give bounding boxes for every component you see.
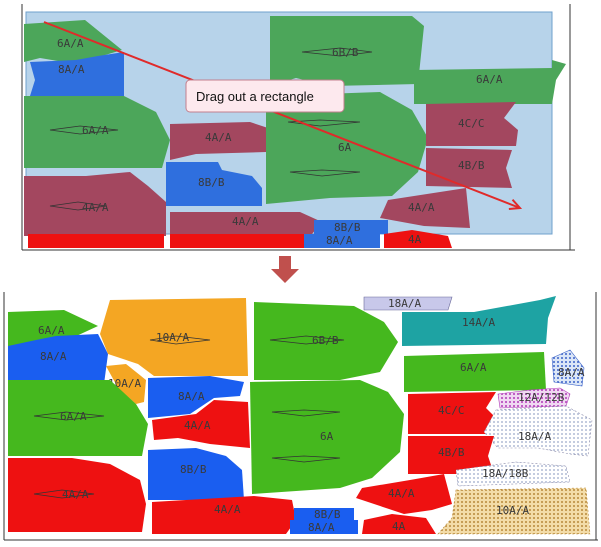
- piece-label: 4C/C: [438, 404, 465, 417]
- bottom-piece-4c-c: 4C/C: [408, 392, 498, 434]
- piece-label: 4A/A: [184, 419, 211, 432]
- bottom-piece-6a-a-1: 6A/A: [8, 310, 98, 348]
- piece-label: 8B/B: [334, 221, 361, 234]
- piece-label: 6A/A: [60, 410, 87, 423]
- piece-label: 6A: [320, 430, 334, 443]
- top-piece-4a-a-4: 4A/A: [170, 212, 322, 236]
- bottom-piece-4a-a-3: 4A/A: [8, 458, 146, 532]
- bottom-piece-14a-a: 14A/A: [402, 296, 556, 346]
- piece-label: 6A/A: [38, 324, 65, 337]
- piece-label: 6B/B: [312, 334, 339, 347]
- piece-label: 4A/A: [205, 131, 232, 144]
- bottom-piece-18a-18b: 18A/18B: [455, 461, 571, 487]
- top-piece-8b-b-1: 8B/B: [166, 162, 262, 206]
- piece-label: 6A/A: [82, 124, 109, 137]
- bottom-piece-6a: 6A: [250, 380, 404, 494]
- piece-label: 4B/B: [438, 446, 465, 459]
- top-piece-4a-a-2: 4A/A: [24, 172, 166, 236]
- bottom-piece-18a-a-1: 18A/A: [363, 296, 453, 311]
- top-piece-4a-a-3: 4A/A: [380, 188, 470, 228]
- piece-label: 6A: [338, 141, 352, 154]
- bottom-piece-8a-a-1: 8A/A: [8, 334, 108, 384]
- bottom-piece-4a: 4A: [362, 514, 436, 534]
- piece-label: 6A/A: [476, 73, 503, 86]
- top-piece-6a: 6A: [266, 92, 428, 204]
- top-piece-8a-a-2: 8A/A: [304, 234, 380, 248]
- top-piece-4a: 4A: [384, 230, 452, 248]
- bottom-piece-12a-12b: 12A/12B: [497, 387, 571, 409]
- top-piece-4a-a-1: 4A/A: [170, 122, 268, 160]
- bottom-piece-6a-a-3: 6A/A: [8, 380, 148, 456]
- piece-label: 4A/A: [408, 201, 435, 214]
- piece-label: 8A/A: [178, 390, 205, 403]
- piece-label: 6B/B: [332, 46, 359, 59]
- tooltip: Drag out a rectangle: [185, 79, 345, 113]
- piece-label: 4A/A: [232, 215, 259, 228]
- bottom-piece-6a-a-2: 6A/A: [404, 352, 546, 392]
- piece-label: 8A/A: [58, 63, 85, 76]
- piece-label: 12A/12B: [518, 391, 565, 404]
- bottom-piece-4a-a-2: 4A/A: [356, 474, 452, 514]
- bottom-piece-4b-b: 4B/B: [408, 436, 494, 474]
- down-arrow-icon: [271, 256, 299, 283]
- piece-label: 10A/A: [156, 331, 189, 344]
- drag-arrow: [43, 21, 520, 208]
- piece-label: 4A/A: [388, 487, 415, 500]
- bottom-piece-8b-b: 8B/B: [148, 448, 244, 500]
- top-piece-6b-b: 6B/B: [270, 16, 424, 86]
- bottom-piece-8a-a-dotted: 8A/A: [551, 349, 585, 387]
- piece-label: 6A/A: [57, 37, 84, 50]
- top-piece-6a-a-1: 6A/A: [24, 20, 122, 62]
- piece-label: 18A/A: [388, 297, 421, 310]
- bottom-piece-4a-a-1: 4A/A: [152, 400, 250, 448]
- bottom-panel: 18A/A 6A/A 10A/A 6B/B 14A/A 8A/A 6A/A: [3, 292, 598, 541]
- piece-label: 8B/B: [198, 176, 225, 189]
- piece-label: 8B/B: [314, 508, 341, 521]
- top-piece-8a-a-1: 8A/A: [30, 52, 124, 96]
- piece-label: 4A: [392, 520, 406, 533]
- piece-label: 4A: [408, 233, 422, 246]
- piece-label: 8B/B: [180, 463, 207, 476]
- bottom-piece-8a-a-strip: 8A/A: [290, 520, 358, 534]
- top-piece-6a-a-3: 6A/A: [24, 96, 170, 168]
- piece-label: 8A/A: [326, 234, 353, 247]
- piece-label: 18A/18B: [482, 467, 529, 480]
- piece-label: 10A/A: [496, 504, 529, 517]
- piece-label: 8A/A: [558, 366, 585, 379]
- bottom-piece-4a-a-4: 4A/A: [152, 496, 296, 534]
- piece-label: 18A/A: [518, 430, 551, 443]
- piece-label: 14A/A: [462, 316, 495, 329]
- bottom-piece-8b-b-strip: 8B/B: [294, 508, 354, 521]
- top-piece-4b-b: 4B/B: [426, 148, 512, 188]
- top-panel: 6A/A 8A/A 6B/B 6A/A 6A/A 4A/A 6A: [21, 4, 575, 251]
- bottom-piece-18a-a-2: 18A/A: [483, 405, 593, 457]
- tooltip-text: Drag out a rectangle: [196, 89, 314, 104]
- top-piece-8b-b-2: 8B/B: [314, 220, 388, 234]
- piece-label: 6A/A: [460, 361, 487, 374]
- piece-label: 8A/A: [40, 350, 67, 363]
- top-piece-red-strip-2: [170, 234, 304, 248]
- bottom-piece-8a-a-2: 8A/A: [148, 376, 244, 418]
- piece-label: 8A/A: [308, 521, 335, 534]
- piece-label: 4A/A: [82, 201, 109, 214]
- top-piece-4c-c: 4C/C: [426, 102, 518, 146]
- piece-label: 4B/B: [458, 159, 485, 172]
- bottom-piece-6b-b: 6B/B: [254, 302, 398, 380]
- bottom-piece-10a-a-1: 10A/A: [100, 298, 248, 376]
- piece-label: 4C/C: [458, 117, 485, 130]
- top-piece-6a-a-2: 6A/A: [414, 60, 566, 104]
- piece-label: 4A/A: [214, 503, 241, 516]
- piece-label: 4A/A: [62, 488, 89, 501]
- bottom-piece-10a-a-3: 10A/A: [437, 487, 591, 535]
- top-piece-red-strip-1: [28, 234, 164, 248]
